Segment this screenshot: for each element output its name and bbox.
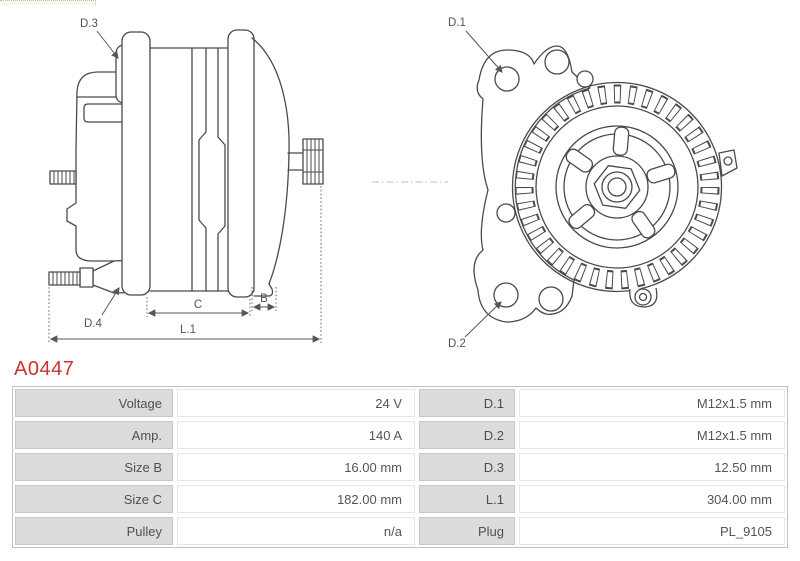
table-row: Size B 16.00 mm D.3 12.50 mm (15, 453, 785, 481)
spec-label-size-c: Size C (15, 485, 173, 513)
spec-label-voltage: Voltage (15, 389, 173, 417)
dimension-label-l1: L.1 (180, 324, 196, 336)
spec-value-d2: M12x1.5 mm (519, 421, 785, 449)
spec-value-l1: 304.00 mm (519, 485, 785, 513)
alternator-front-view: D.1 D.2 (448, 17, 738, 350)
spec-label-d1: D.1 (419, 389, 515, 417)
dimension-label-d4: D.4 (84, 318, 103, 330)
spec-value-voltage: 24 V (177, 389, 415, 417)
spec-label-l1: L.1 (419, 485, 515, 513)
table-row: Pulley n/a Plug PL_9105 (15, 517, 785, 545)
product-code-title: A0447 (14, 358, 75, 380)
spec-label-plug: Plug (419, 517, 515, 545)
spec-value-d1: M12x1.5 mm (519, 389, 785, 417)
dimension-label-d3: D.3 (80, 18, 98, 30)
table-row: Amp. 140 A D.2 M12x1.5 mm (15, 421, 785, 449)
spec-value-size-b: 16.00 mm (177, 453, 415, 481)
spec-value-plug: PL_9105 (519, 517, 785, 545)
dimension-label-c: C (194, 299, 202, 311)
dimension-label-d2: D.2 (448, 338, 466, 350)
alternator-side-view: C B L.1 D.3 D.4 (48, 18, 324, 343)
dimension-label-b: B (260, 293, 268, 305)
ui-artifact-fragment (0, 0, 96, 5)
spec-label-d3: D.3 (419, 453, 515, 481)
spec-label-pulley: Pulley (15, 517, 173, 545)
spec-label-amp: Amp. (15, 421, 173, 449)
spec-label-d2: D.2 (419, 421, 515, 449)
spec-table: Voltage 24 V D.1 M12x1.5 mm Amp. 140 A D… (12, 386, 788, 548)
spec-value-amp: 140 A (177, 421, 415, 449)
spec-label-size-b: Size B (15, 453, 173, 481)
spec-value-pulley: n/a (177, 517, 415, 545)
technical-drawing: C B L.1 D.3 D.4 (48, 17, 738, 350)
dimension-label-d1: D.1 (448, 17, 466, 29)
table-row: Size C 182.00 mm L.1 304.00 mm (15, 485, 785, 513)
spec-value-d3: 12.50 mm (519, 453, 785, 481)
spec-value-size-c: 182.00 mm (177, 485, 415, 513)
table-row: Voltage 24 V D.1 M12x1.5 mm (15, 389, 785, 417)
